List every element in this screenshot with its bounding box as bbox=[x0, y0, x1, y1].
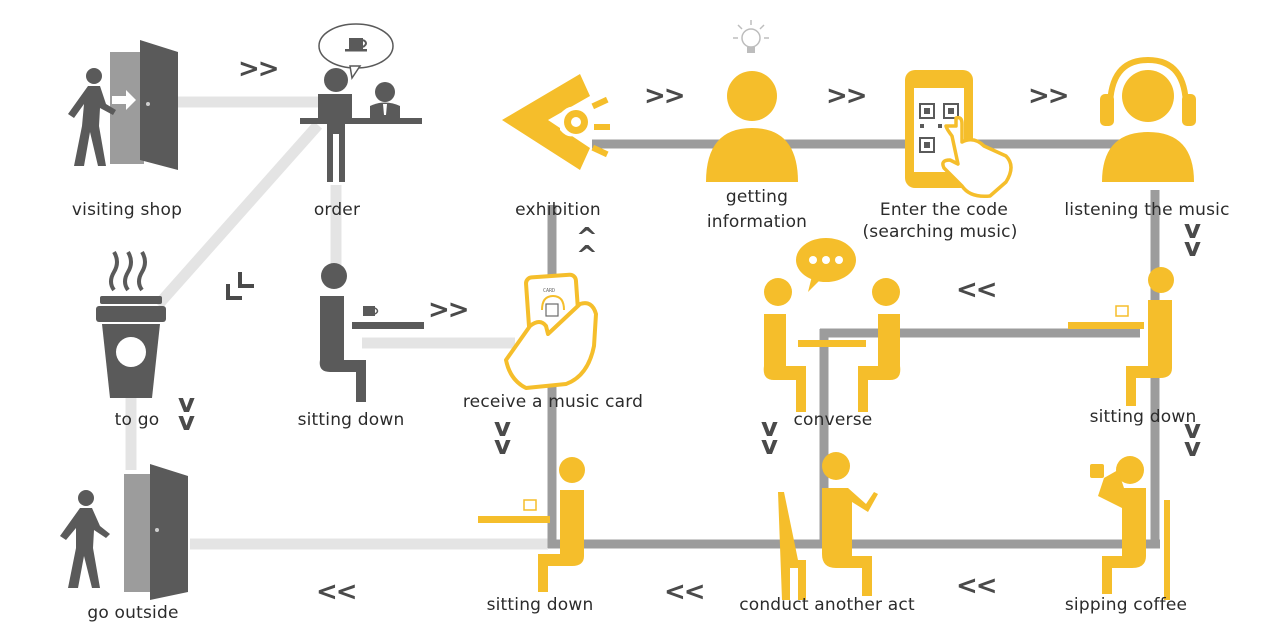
phone-qr-hand-icon bbox=[905, 70, 1013, 199]
label-converse: converse bbox=[794, 410, 873, 430]
label-enter-code-line1: Enter the code bbox=[880, 200, 1008, 220]
arrow-left: << bbox=[956, 275, 996, 305]
arrow-right: >> bbox=[644, 81, 684, 111]
label-sitting-down-left: sitting down bbox=[298, 410, 405, 430]
svg-text:v: v bbox=[1184, 215, 1201, 245]
speech-bubble-coffee-icon bbox=[318, 23, 394, 80]
arrow-right: >> bbox=[1028, 81, 1068, 111]
arrow-down: v v bbox=[1184, 415, 1201, 463]
svg-text:^: ^ bbox=[576, 241, 598, 271]
person-sitting-icon bbox=[1068, 267, 1174, 406]
label-receive-music-card: receive a music card bbox=[463, 392, 643, 412]
arrow-right: >> bbox=[238, 54, 278, 84]
person-writing-icon bbox=[778, 452, 878, 600]
label-order: order bbox=[314, 200, 360, 220]
label-getting-information-line1: getting bbox=[726, 187, 788, 207]
arrow-down: v v bbox=[494, 413, 511, 461]
arrow-diagonal bbox=[226, 272, 254, 300]
headphones-person-icon bbox=[1100, 56, 1196, 182]
svg-text:v: v bbox=[178, 389, 195, 419]
label-getting-information-line2: information bbox=[707, 212, 807, 232]
svg-text:v: v bbox=[1184, 433, 1201, 463]
person-sitting-icon bbox=[319, 263, 424, 402]
label-sipping-coffee: sipping coffee bbox=[1065, 595, 1187, 615]
svg-text:v: v bbox=[494, 413, 511, 443]
arrow-left: << bbox=[956, 571, 996, 601]
arrow-down: v v bbox=[178, 389, 195, 437]
svg-text:v: v bbox=[494, 431, 511, 461]
label-go-outside: go outside bbox=[87, 603, 178, 623]
label-sitting-down-bottom: sitting down bbox=[487, 595, 594, 615]
arrow-left: << bbox=[316, 577, 356, 607]
person-ordering-icon bbox=[300, 68, 422, 182]
person-walking-icon bbox=[60, 490, 110, 588]
label-listening-music: listening the music bbox=[1064, 200, 1229, 220]
arrow-down: v v bbox=[761, 413, 778, 461]
svg-text:v: v bbox=[178, 407, 195, 437]
svg-text:v: v bbox=[761, 431, 778, 461]
arrow-right: >> bbox=[826, 81, 866, 111]
chat-bubble-icon bbox=[796, 238, 856, 292]
eye-icon bbox=[502, 74, 610, 170]
door-exit-icon bbox=[124, 464, 188, 600]
lightbulb-icon bbox=[733, 20, 769, 53]
arrow-up: ^ ^ bbox=[576, 223, 598, 271]
label-exhibition: exhibition bbox=[515, 200, 601, 220]
arrow-left: << bbox=[664, 577, 704, 607]
label-enter-code-line2: (searching music) bbox=[862, 222, 1017, 242]
card-text: CARD bbox=[543, 288, 555, 294]
person-icon bbox=[706, 71, 798, 182]
label-conduct-another-act: conduct another act bbox=[739, 595, 915, 615]
path-order-to-togo bbox=[153, 121, 323, 309]
svg-text:^: ^ bbox=[576, 223, 598, 253]
label-sitting-down-right: sitting down bbox=[1090, 407, 1197, 427]
door-enter-icon bbox=[110, 40, 178, 170]
person-drinking-icon bbox=[1090, 456, 1170, 600]
label-visiting-shop: visiting shop bbox=[72, 200, 182, 220]
arrow-down: v v bbox=[1184, 215, 1201, 263]
step-labels: visiting shop order exhibition getting i… bbox=[72, 187, 1230, 623]
person-walking-icon bbox=[68, 68, 116, 166]
arrow-right: >> bbox=[428, 295, 468, 325]
svg-text:v: v bbox=[1184, 233, 1201, 263]
person-sitting-icon bbox=[478, 457, 585, 592]
svg-text:v: v bbox=[1184, 415, 1201, 445]
svg-text:v: v bbox=[761, 413, 778, 443]
flow-arrows: >> >> >> >> >> << << << << v v v v v v v… bbox=[178, 54, 1201, 607]
label-to-go: to go bbox=[115, 410, 160, 430]
takeaway-cup-icon bbox=[96, 250, 166, 398]
person-sitting-icon bbox=[763, 278, 901, 412]
music-card-hand-icon: CARD bbox=[504, 272, 598, 390]
